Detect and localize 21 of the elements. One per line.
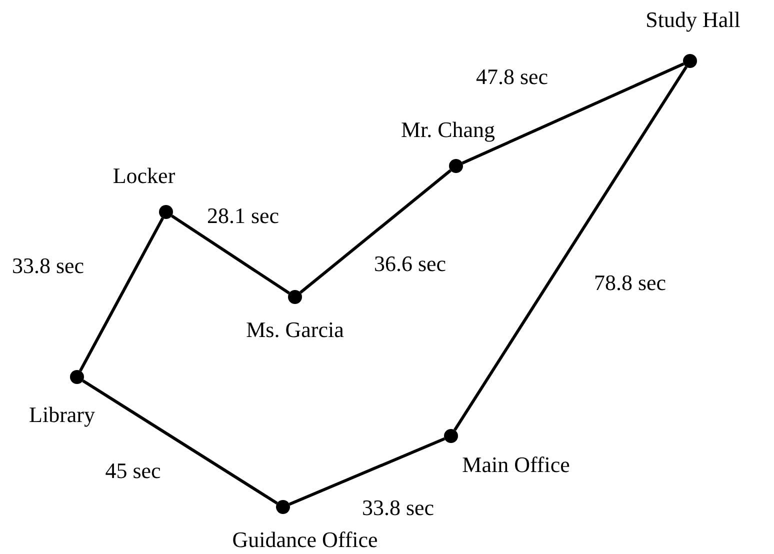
connector-line	[462, 62, 684, 164]
location-label: Library	[29, 404, 95, 426]
location-label: Guidance Office	[232, 529, 378, 551]
location-label: Locker	[112, 165, 176, 187]
connector-line	[299, 169, 452, 294]
location-dot	[70, 370, 84, 384]
location-label: Study Hall	[646, 9, 740, 31]
location-dot	[449, 159, 463, 173]
location-label: Mr. Chang	[400, 119, 496, 141]
location-label: Ms. Garcia	[246, 319, 344, 341]
connector-line	[171, 214, 290, 294]
connector-line	[82, 379, 278, 505]
location-dot	[444, 429, 458, 443]
location-dot	[276, 500, 290, 514]
location-dot	[683, 54, 697, 68]
connector-line	[79, 217, 164, 372]
location-dot	[288, 290, 302, 304]
connector-line	[288, 437, 446, 506]
location-label: Main Office	[462, 454, 570, 476]
connector-line	[454, 66, 688, 431]
location-dot	[159, 205, 173, 219]
